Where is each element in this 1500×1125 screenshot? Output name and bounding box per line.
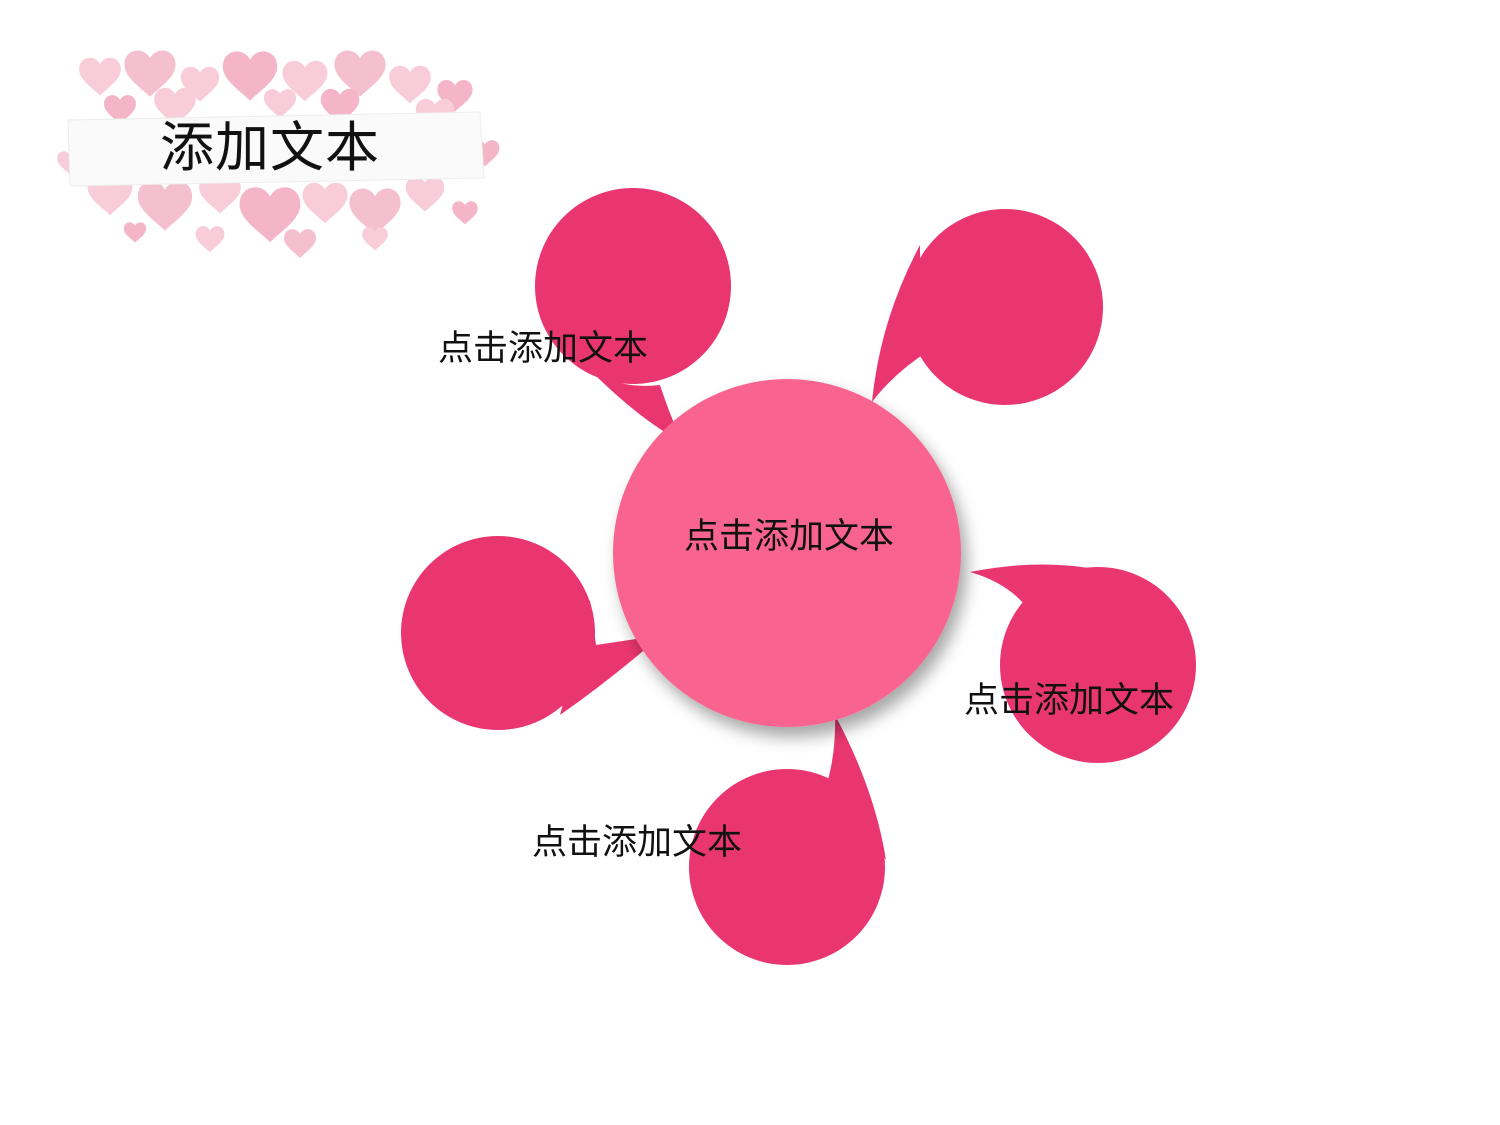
petal-bottom-label[interactable]: 点击添加文本 [532,823,743,863]
petal-top-left-label[interactable]: 点击添加文本 [438,329,649,369]
petal-top-right[interactable] [872,209,1103,405]
petal-left[interactable] [401,536,662,730]
center-circle[interactable] [613,379,961,727]
center-label[interactable]: 点击添加文本 [684,517,895,557]
title-paper-strip [67,111,485,187]
petal-bottom[interactable] [689,715,886,965]
petal-right-label[interactable]: 点击添加文本 [964,681,1175,721]
petal-right[interactable] [970,564,1196,763]
title-banner-hearts [57,50,500,258]
petal-top-left[interactable] [535,188,731,442]
slide-title[interactable]: 添加文本 [160,116,380,179]
